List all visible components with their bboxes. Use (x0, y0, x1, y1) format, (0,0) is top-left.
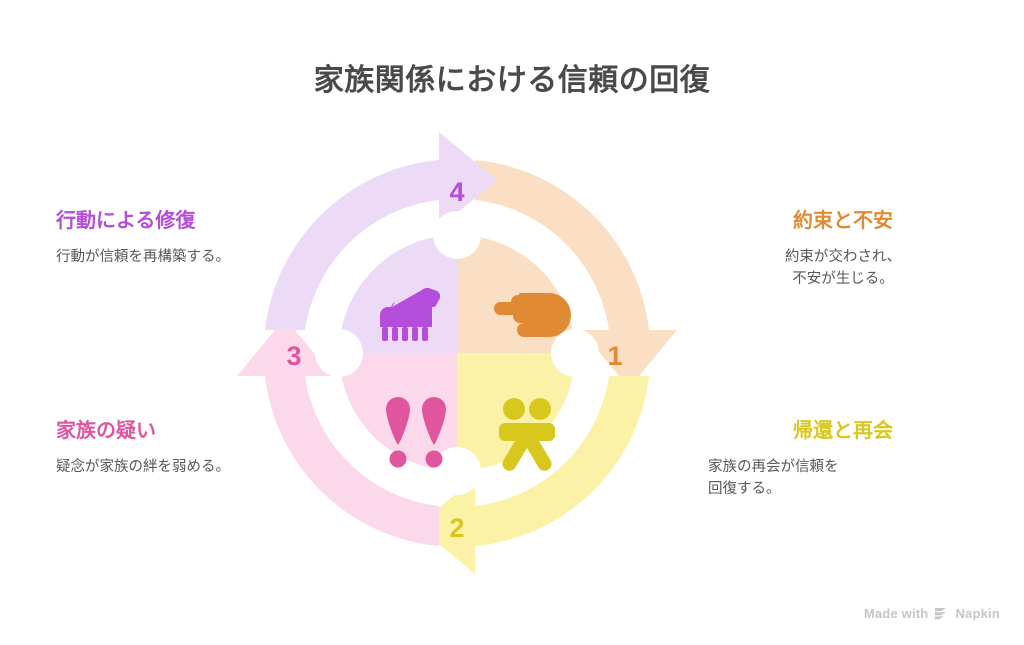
watermark-brand: Napkin (955, 606, 1000, 621)
step-description-2: 家族の再会が信頼を回復する。 (708, 459, 839, 498)
step-label-4: 行動による修復 行動が信頼を再構築する。 (56, 208, 306, 268)
step-title-3: 家族の疑い (56, 420, 156, 442)
cycle-arrow-4 (265, 132, 497, 330)
step-description-3: 疑念が家族の絆を弱める。 (56, 459, 230, 475)
cycle-arrow-3 (237, 318, 439, 546)
arrow-shape-1 (475, 160, 677, 388)
step-title-2: 帰還と再会 (793, 420, 893, 442)
step-number-2: 2 (449, 513, 464, 543)
double-exclamation-icon (386, 397, 446, 468)
step-description-1: 約束が交わされ、不安が生じる。 (784, 249, 902, 288)
step-label-2: 帰還と再会 家族の再会が信頼を回復する。 (708, 418, 978, 501)
hand-repair-icon (380, 287, 441, 341)
arrow-shape-3 (237, 318, 439, 546)
step-label-3: 家族の疑い 疑念が家族の絆を弱める。 (56, 418, 306, 478)
napkin-logo-icon (934, 607, 949, 620)
step-description-4: 行動が信頼を再構築する。 (56, 249, 230, 265)
cycle-diagram: 4 1 2 3 (222, 125, 692, 575)
cycle-diagram-svg: 4 1 2 3 (237, 132, 677, 574)
step-number-3: 3 (286, 341, 301, 371)
cycle-arrow-2 (417, 376, 649, 574)
step-number-4: 4 (449, 177, 464, 207)
step-title-4: 行動による修復 (56, 210, 196, 232)
cycle-arrow-1 (475, 160, 677, 388)
step-number-1: 1 (607, 341, 622, 371)
arrow-shape-4 (265, 132, 497, 330)
watermark: Made with Napkin (864, 606, 1000, 621)
watermark-prefix: Made with (863, 606, 929, 621)
step-title-1: 約束と不安 (793, 210, 893, 232)
people-hugging-icon (499, 398, 555, 471)
pointing-hand-icon (494, 293, 571, 337)
arrow-shape-2 (417, 376, 649, 574)
page-title: 家族関係における信頼の回復 (313, 64, 711, 97)
step-label-1: 約束と不安 約束が交わされ、不安が生じる。 (708, 208, 978, 291)
